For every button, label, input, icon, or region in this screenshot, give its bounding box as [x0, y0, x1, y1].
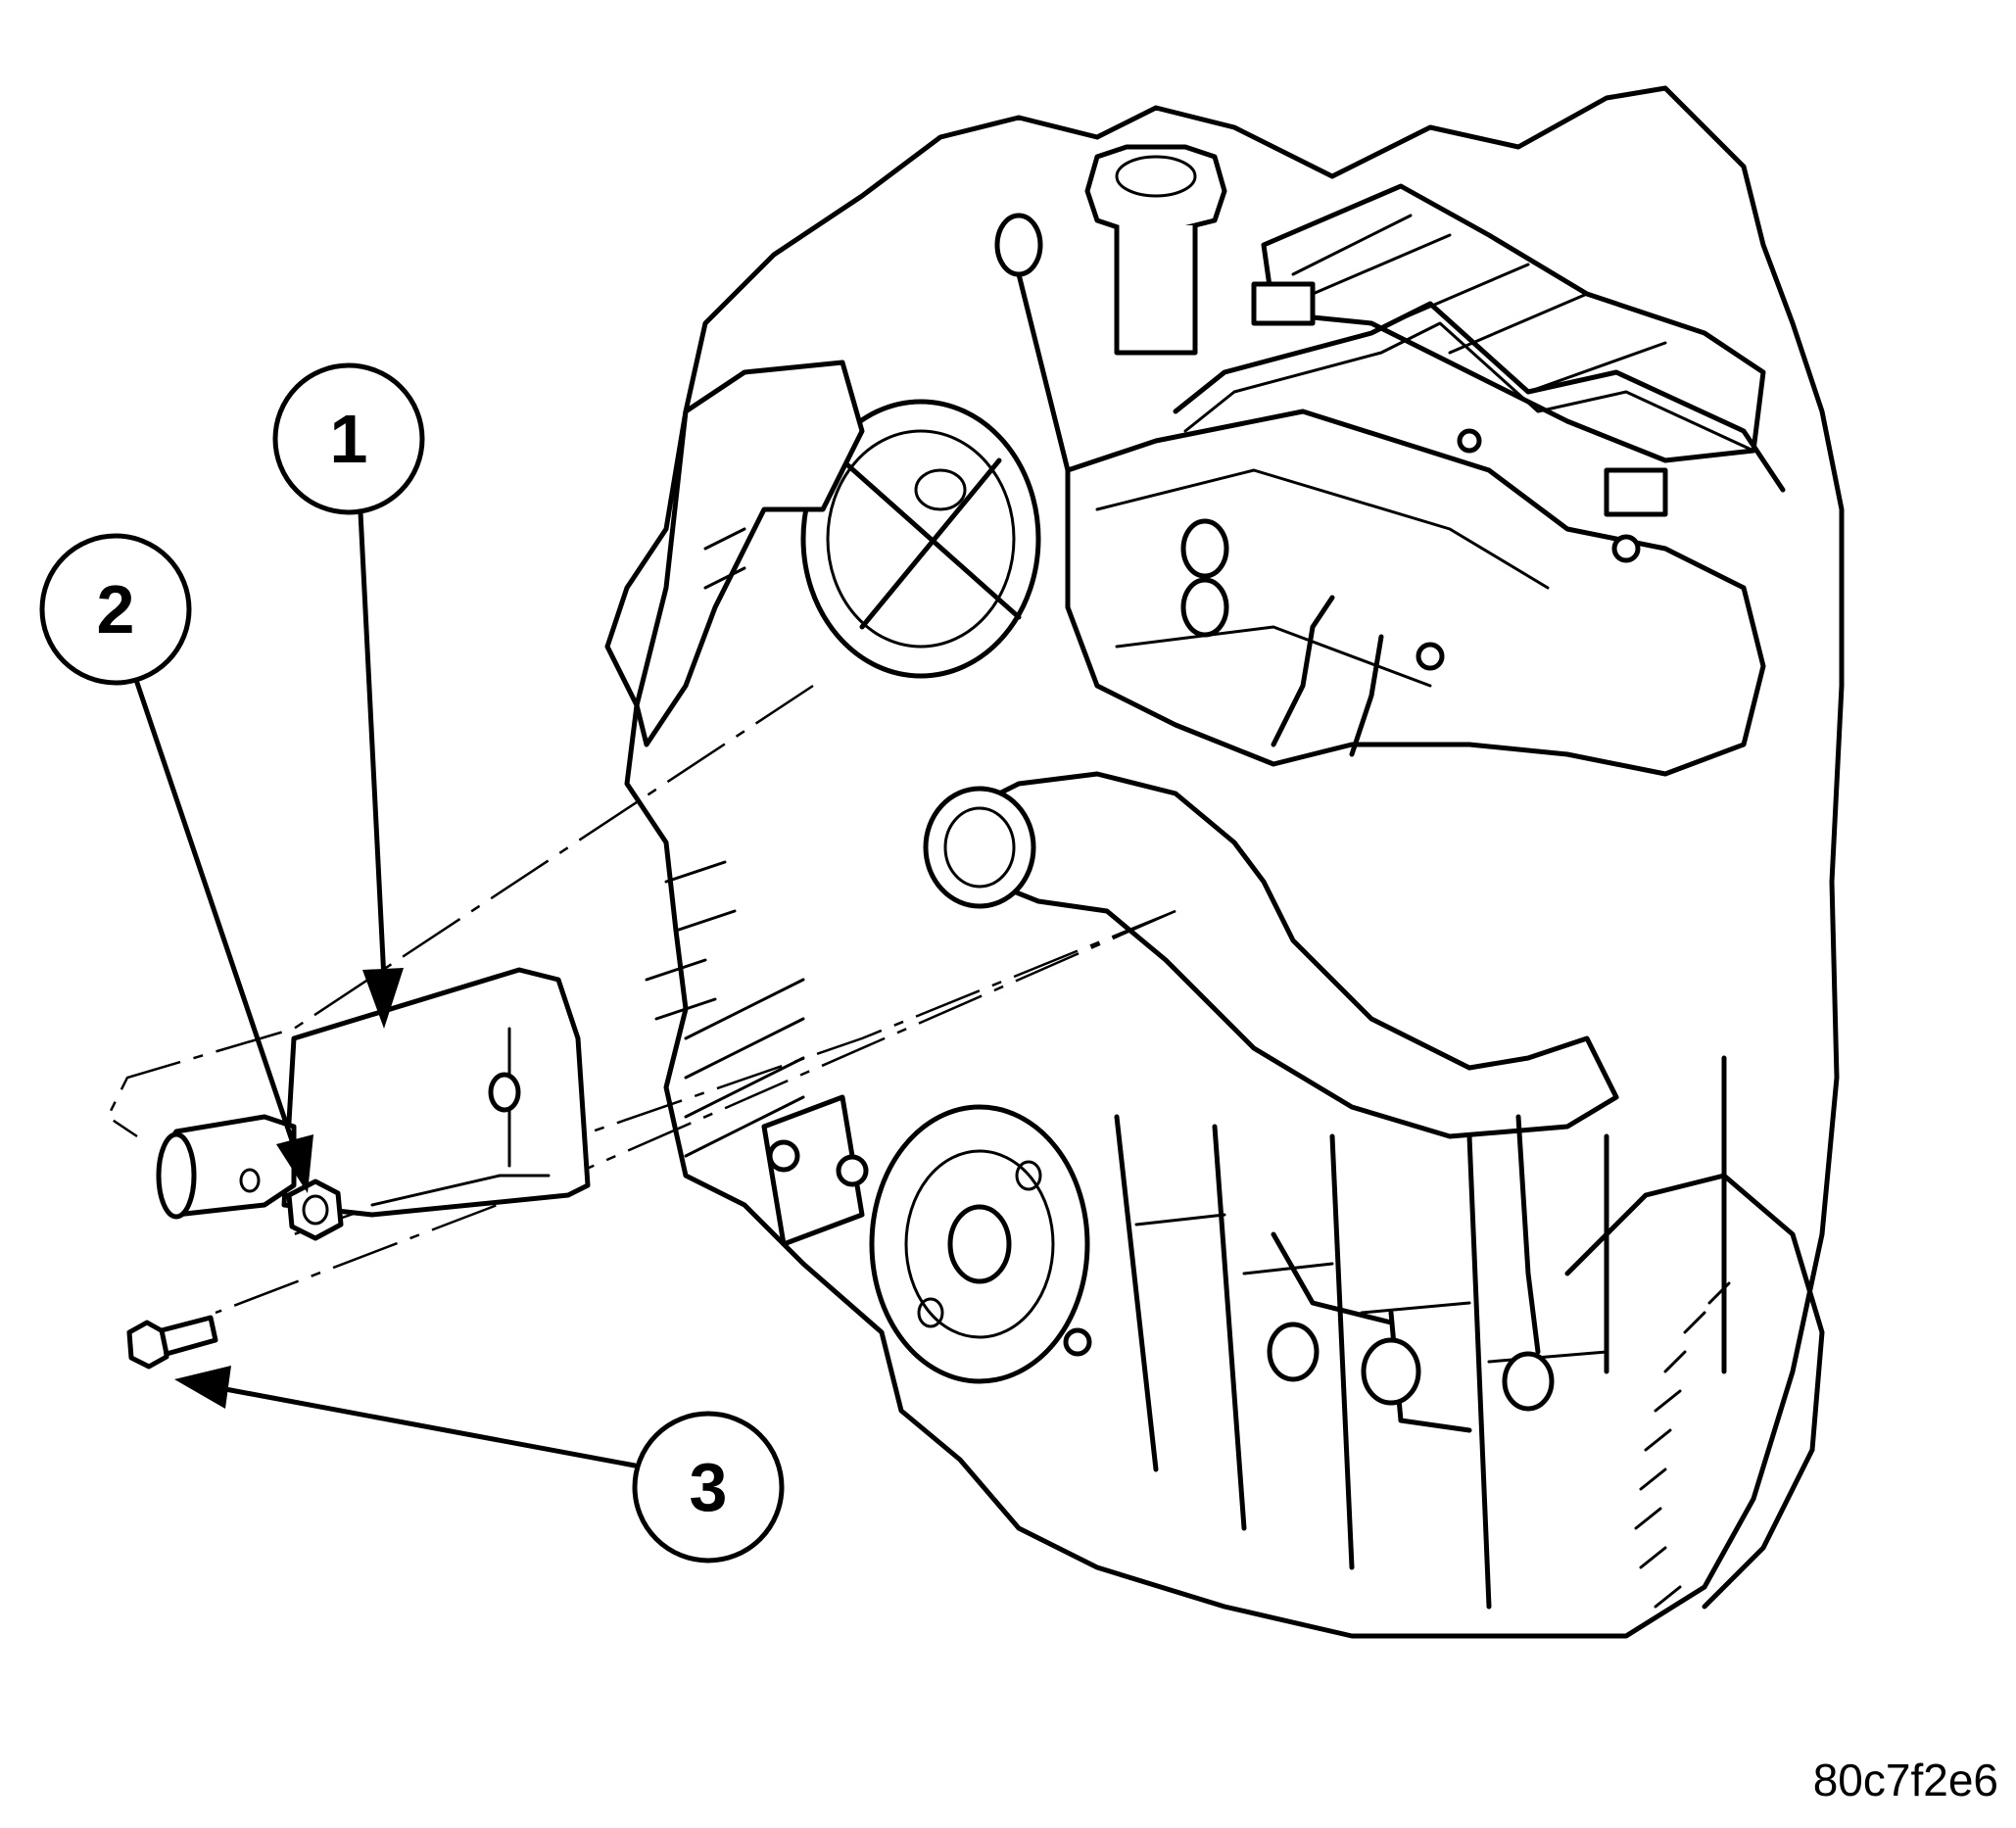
callout-1-arrowhead — [362, 968, 404, 1029]
nut — [286, 1179, 344, 1241]
figure-id: 80c7f2e6 — [1812, 1755, 1998, 1805]
engine-block — [604, 85, 1845, 1639]
callout-1-label: 1 — [330, 401, 368, 477]
callout-3: 3 — [174, 1366, 785, 1563]
bracket — [281, 967, 591, 1218]
sensor — [156, 1114, 297, 1220]
bolt — [126, 1315, 218, 1370]
callout-2-arrowhead — [276, 1134, 313, 1193]
callout-3-label: 3 — [690, 1449, 728, 1525]
callout-2: 2 — [39, 533, 313, 1193]
callout-3-arrowhead — [174, 1366, 231, 1409]
callout-2-label: 2 — [97, 571, 135, 648]
callout-1: 1 — [272, 362, 425, 1029]
